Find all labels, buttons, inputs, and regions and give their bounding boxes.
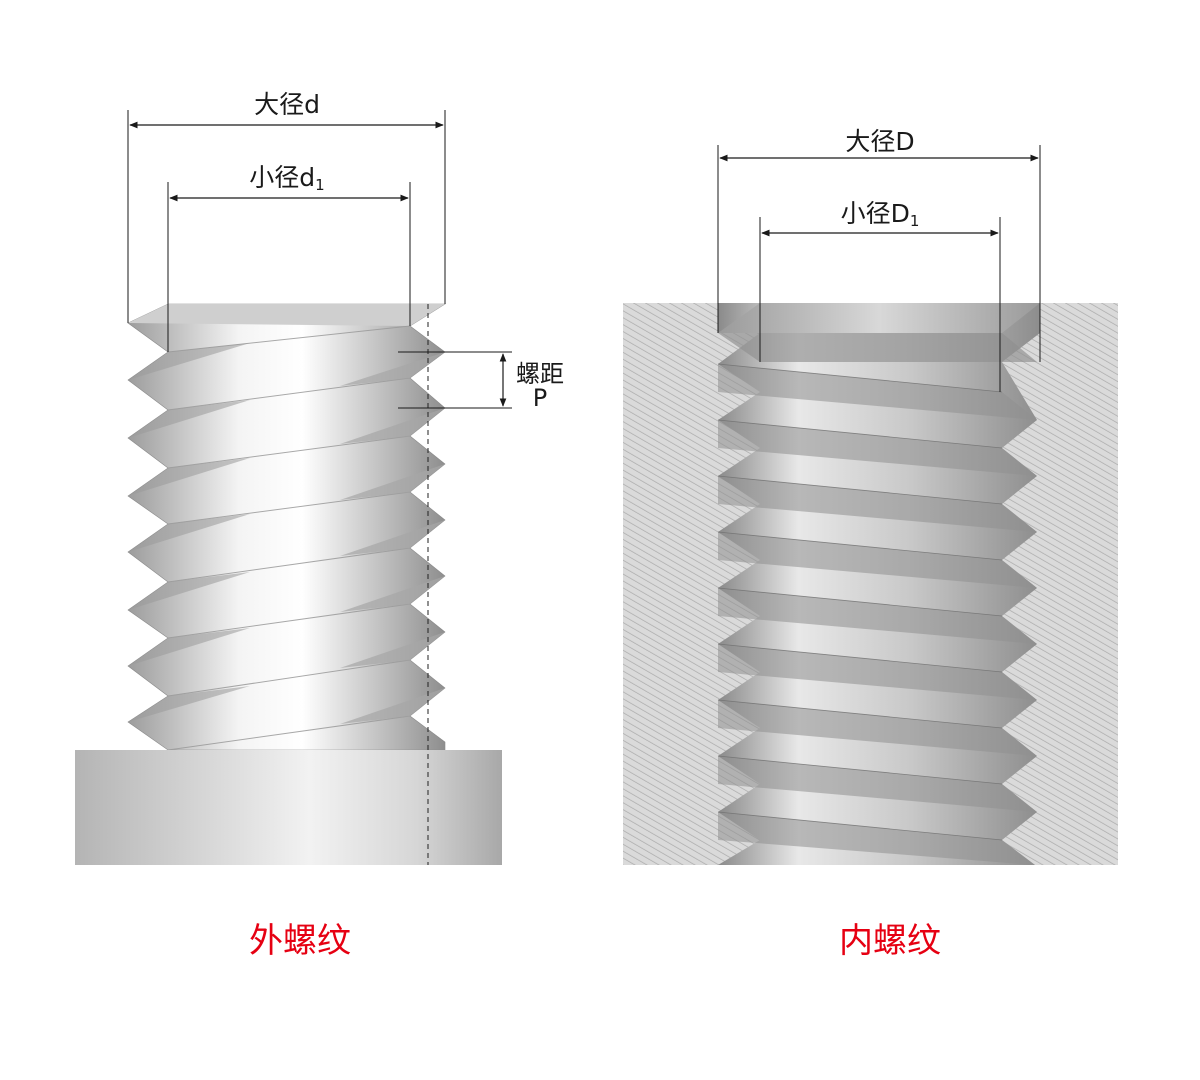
internal-thread: 大径D 小径D1 内螺纹 <box>623 127 1118 961</box>
internal-minor-label: 小径D1 <box>841 199 920 230</box>
internal-caption: 内螺纹 <box>839 921 941 961</box>
external-caption: 外螺纹 <box>249 921 351 961</box>
nut-top-face <box>718 303 1040 333</box>
bolt-right-flanks <box>340 352 445 724</box>
bolt-thread-crests <box>167 325 411 751</box>
nut-thread-bands <box>718 333 1037 865</box>
pitch-label-line1: 螺距 <box>516 360 564 388</box>
pitch-label-line2: P <box>533 384 547 412</box>
bolt-top-face <box>128 304 445 326</box>
internal-minor-label-sub: 1 <box>910 212 920 230</box>
external-thread: 大径d 小径d1 螺距 P 外螺纹 <box>75 90 564 961</box>
nut-thread-edges <box>717 363 1003 841</box>
internal-major-label: 大径D <box>845 127 914 156</box>
bolt-head <box>75 750 502 865</box>
external-minor-label-main: 小径d <box>249 163 315 192</box>
bolt-thread-flanks <box>128 343 250 722</box>
internal-minor-label-main: 小径D <box>841 199 910 228</box>
external-major-label: 大径d <box>254 90 320 119</box>
external-minor-label: 小径d1 <box>249 163 324 194</box>
external-minor-label-sub: 1 <box>315 176 325 194</box>
